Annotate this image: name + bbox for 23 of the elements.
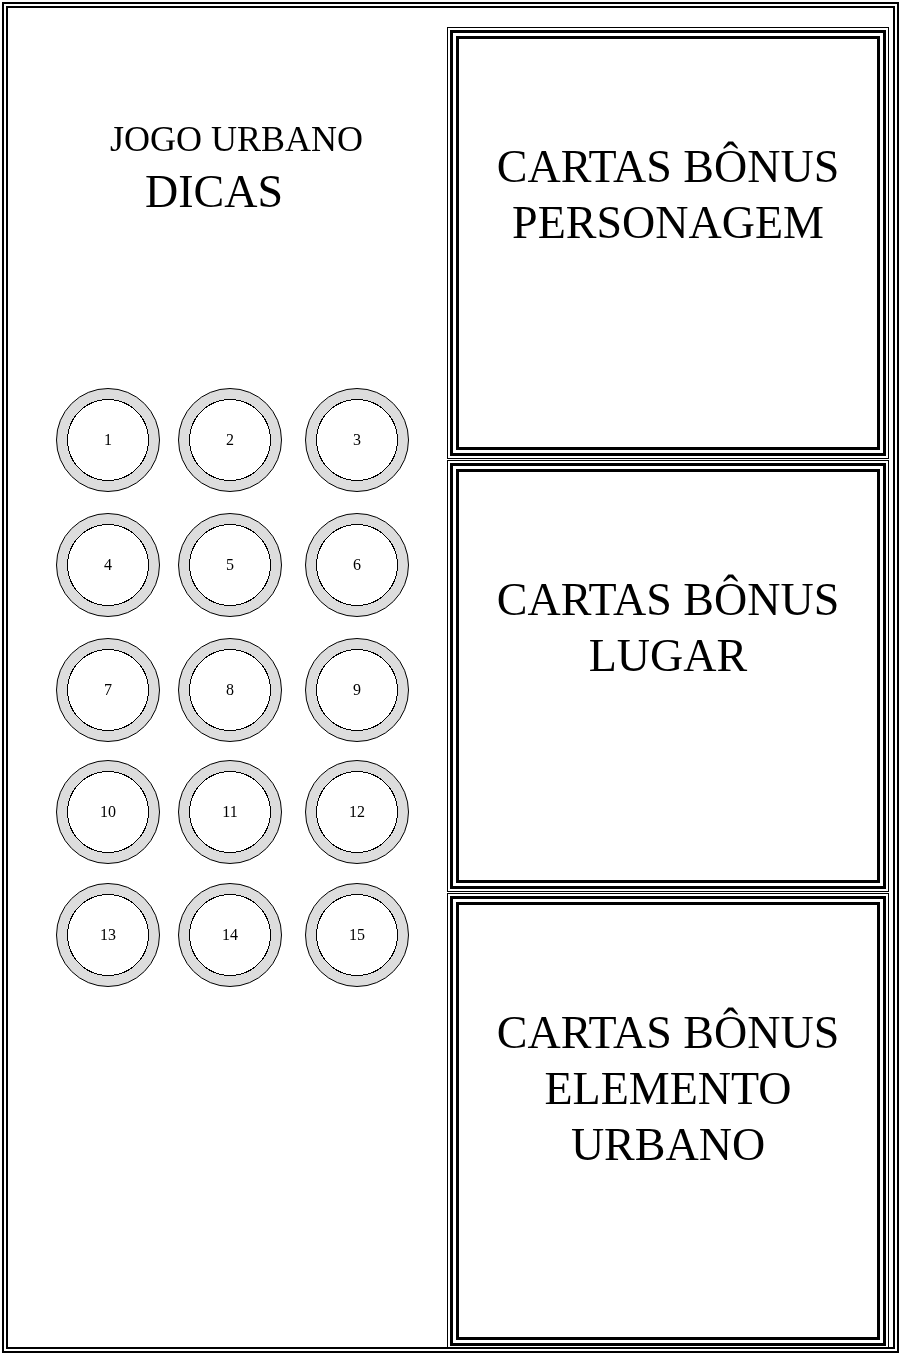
card-title: CARTAS BÔNUS LUGAR	[495, 573, 841, 683]
token-number: 6	[353, 556, 361, 574]
card-slot	[450, 463, 886, 889]
hints-heading: DICAS	[145, 165, 284, 218]
token-number: 15	[349, 926, 365, 944]
token-number: 11	[222, 803, 238, 821]
token-number: 2	[226, 431, 234, 449]
card-title: CARTAS BÔNUS ELEMENTO URBANO	[495, 1006, 841, 1172]
token-number: 1	[104, 431, 112, 449]
token-number: 9	[353, 681, 361, 699]
card-slot	[450, 30, 886, 456]
game-title: JOGO URBANO	[110, 118, 364, 160]
token-number: 3	[353, 431, 361, 449]
token-number: 5	[226, 556, 234, 574]
token-number: 12	[349, 803, 365, 821]
token-number: 14	[222, 926, 238, 944]
card-title: CARTAS BÔNUS PERSONAGEM	[495, 140, 841, 250]
card-slot	[450, 896, 886, 1346]
token-number: 10	[100, 803, 116, 821]
token-number: 13	[100, 926, 116, 944]
token-number: 4	[104, 556, 112, 574]
token-number: 7	[104, 681, 112, 699]
token-number: 8	[226, 681, 234, 699]
